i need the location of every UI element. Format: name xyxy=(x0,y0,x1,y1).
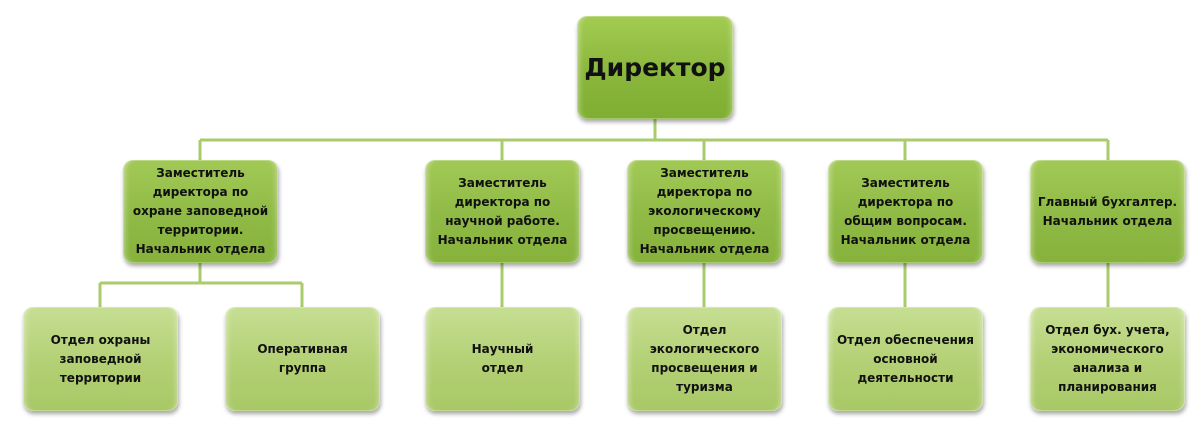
chief-accountant-box: Главный бухгалтер. Начальник отдела xyxy=(1030,160,1185,263)
deputy-label: Заместитель директора по охране заповедн… xyxy=(132,166,269,256)
deputy-label: Заместитель директора по научной работе.… xyxy=(437,175,568,247)
department-box-ecology: Отдел экологического просвещения и туриз… xyxy=(627,307,782,411)
department-label: Отдел экологического просвещения и туриз… xyxy=(649,323,760,394)
department-label: Отдел бух. учета, экономического анализа… xyxy=(1045,323,1170,394)
deputy-box-science: Заместитель директора по научной работе.… xyxy=(425,160,580,263)
department-box-accounting: Отдел бух. учета, экономического анализа… xyxy=(1030,307,1185,411)
department-box-science: Научный отдел xyxy=(425,307,580,411)
department-label: Оперативная группа xyxy=(257,342,348,375)
department-box-support: Отдел обеспечения основной деятельности xyxy=(828,307,983,411)
department-label: Отдел охраны заповедной территории xyxy=(50,332,151,385)
deputy-label: Заместитель директора по общим вопросам.… xyxy=(840,175,971,247)
department-box-operative: Оперативная группа xyxy=(225,307,380,411)
department-box-protection: Отдел охраны заповедной территории xyxy=(23,307,178,411)
department-label: Отдел обеспечения основной деятельности xyxy=(836,332,975,385)
director-label: Директор xyxy=(584,52,726,82)
director-box: Директор xyxy=(577,16,733,119)
department-label: Научный отдел xyxy=(471,342,534,375)
deputy-label: Заместитель директора по экологическому … xyxy=(639,166,770,256)
deputy-box-general: Заместитель директора по общим вопросам.… xyxy=(828,160,983,263)
deputy-label: Главный бухгалтер. Начальник отдела xyxy=(1037,194,1178,228)
deputy-box-ecology: Заместитель директора по экологическому … xyxy=(627,160,782,263)
deputy-box-protection: Заместитель директора по охране заповедн… xyxy=(123,160,278,263)
